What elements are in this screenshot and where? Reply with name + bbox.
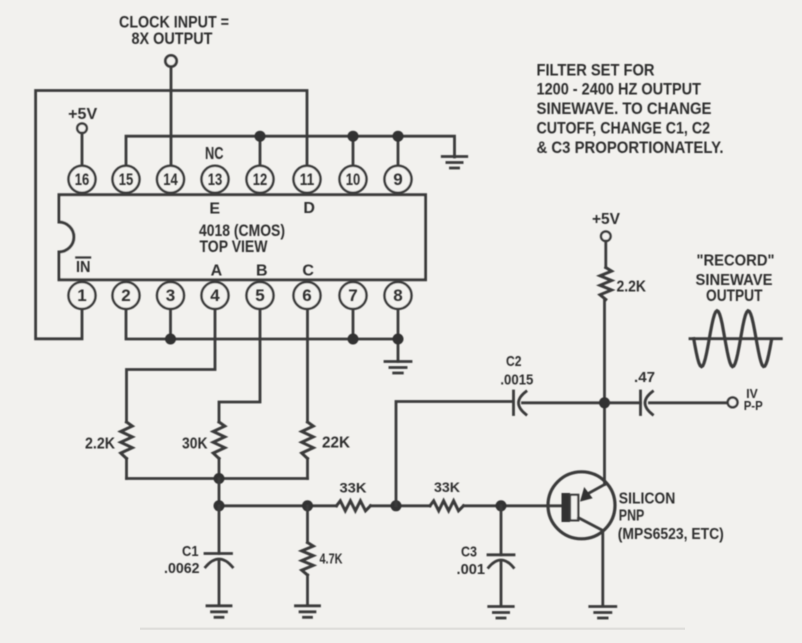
svg-text:.47: .47: [634, 369, 655, 386]
svg-text:33K: 33K: [340, 480, 367, 496]
svg-text:A: A: [211, 263, 223, 280]
svg-text:SINEWAVE. TO CHANGE: SINEWAVE. TO CHANGE: [537, 100, 712, 118]
svg-text:10: 10: [346, 170, 361, 189]
svg-text:1: 1: [77, 286, 86, 305]
svg-text:14: 14: [163, 170, 178, 189]
svg-text:30K: 30K: [182, 436, 208, 453]
svg-text:CUTOFF, CHANGE C1, C2: CUTOFF, CHANGE C1, C2: [537, 120, 711, 138]
svg-text:.001: .001: [457, 561, 486, 578]
svg-text:C3: C3: [461, 544, 477, 561]
svg-text:2.2K: 2.2K: [85, 436, 116, 453]
svg-text:SINEWAVE: SINEWAVE: [696, 272, 773, 289]
svg-text:6: 6: [302, 286, 311, 305]
svg-text:FILTER SET FOR: FILTER SET FOR: [537, 62, 655, 80]
svg-text:P-P: P-P: [744, 398, 763, 413]
svg-text:8: 8: [393, 286, 402, 305]
svg-text:NC: NC: [205, 143, 224, 163]
svg-text:(MPS6523, ETC): (MPS6523, ETC): [618, 526, 724, 543]
svg-text:IV: IV: [746, 386, 758, 401]
svg-text:4018 (CMOS): 4018 (CMOS): [199, 222, 285, 240]
svg-text:2.2K: 2.2K: [617, 279, 647, 296]
svg-text:& C3 PROPORTIONATELY.: & C3 PROPORTIONATELY.: [537, 139, 724, 157]
svg-text:.0062: .0062: [164, 560, 200, 577]
svg-text:16: 16: [75, 170, 90, 189]
svg-text:3: 3: [166, 286, 175, 305]
svg-text:2: 2: [121, 286, 130, 305]
svg-text:13: 13: [208, 170, 223, 189]
svg-text:OUTPUT: OUTPUT: [706, 286, 763, 305]
svg-text:E: E: [209, 201, 220, 218]
svg-text:15: 15: [119, 170, 134, 189]
svg-text:PNP: PNP: [619, 508, 645, 525]
svg-text:4.7K: 4.7K: [320, 552, 343, 568]
svg-text:5: 5: [255, 286, 264, 305]
svg-text:SILICON: SILICON: [619, 491, 676, 508]
svg-text:11: 11: [300, 170, 315, 189]
svg-text:CLOCK INPUT =: CLOCK INPUT =: [119, 13, 229, 31]
svg-text:+5V: +5V: [68, 106, 97, 123]
svg-text:8X OUTPUT: 8X OUTPUT: [132, 30, 213, 48]
svg-text:D: D: [303, 200, 315, 217]
svg-text:12: 12: [253, 170, 268, 189]
svg-text:22K: 22K: [322, 435, 351, 452]
svg-text:B: B: [256, 263, 268, 280]
svg-text:TOP VIEW: TOP VIEW: [200, 238, 268, 256]
svg-text:7: 7: [348, 286, 357, 305]
svg-text:+5V: +5V: [592, 211, 620, 228]
svg-text:C1: C1: [182, 543, 199, 560]
svg-text:4: 4: [210, 286, 220, 305]
svg-text:.0015: .0015: [500, 372, 533, 389]
svg-text:IN: IN: [76, 259, 91, 276]
svg-text:1200 - 2400 HZ OUTPUT: 1200 - 2400 HZ OUTPUT: [537, 81, 702, 99]
svg-text:C: C: [302, 263, 314, 280]
svg-text:C2: C2: [506, 353, 522, 370]
svg-text:"RECORD": "RECORD": [697, 252, 775, 269]
svg-text:33K: 33K: [434, 479, 460, 495]
svg-text:9: 9: [393, 170, 402, 189]
